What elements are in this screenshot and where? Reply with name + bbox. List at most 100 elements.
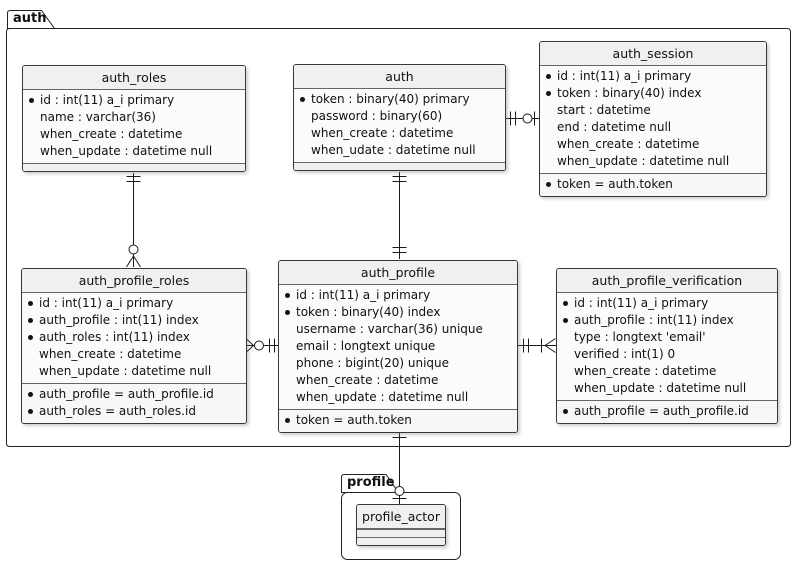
attribute-row: auth_roles : int(11) index xyxy=(27,329,241,346)
attribute-row: when_create : datetime xyxy=(299,125,500,142)
attribute-row: id : int(11) a_i primary xyxy=(562,295,772,312)
constraint-row-section: token = auth.token xyxy=(540,173,766,196)
entity-title: auth_session xyxy=(540,42,766,66)
entity-title: auth_roles xyxy=(23,66,245,90)
crowfoot-icon xyxy=(544,338,556,353)
key-bullet-icon xyxy=(546,91,551,96)
attribute-row: when_update : datetime null xyxy=(28,143,240,160)
zero-circle-icon xyxy=(128,244,139,255)
package-auth-frame xyxy=(6,10,791,447)
row-text: token : binary(40) index xyxy=(557,86,702,100)
entity-profile-actor: profile_actor xyxy=(356,504,446,546)
attribute-row: verified : int(1) 0 xyxy=(562,346,772,363)
constraint-row: auth_profile = auth_profile.id xyxy=(27,386,241,403)
entity-title: auth_profile_verification xyxy=(557,269,777,293)
connector-auth-profile-roles--auth-profile xyxy=(245,338,278,353)
constraint-row: auth_roles = auth_roles.id xyxy=(27,403,241,420)
attribute-row: token : binary(40) index xyxy=(284,304,512,321)
empty-section xyxy=(357,529,445,537)
attribute-row: email : longtext unique xyxy=(284,338,512,355)
attribute-row: phone : bigint(20) unique xyxy=(284,355,512,372)
connector-auth-roles--auth-profile-roles xyxy=(126,173,141,268)
key-bullet-icon xyxy=(28,335,33,340)
row-text: when_udate : datetime null xyxy=(311,143,476,157)
crowfoot-icon xyxy=(245,338,254,353)
row-text: token : binary(40) index xyxy=(296,305,441,319)
package-profile-label: profile xyxy=(347,475,395,490)
entity-title: profile_actor xyxy=(357,505,445,529)
constraint-row-section: auth_profile = auth_profile.id auth_roles… xyxy=(22,383,246,423)
row-text: token = auth.token xyxy=(296,413,412,427)
row-text: when_create : datetime xyxy=(557,137,700,151)
attribute-row: when_create : datetime xyxy=(284,372,512,389)
entity-title: auth xyxy=(294,65,505,89)
attribute-row: name : varchar(36) xyxy=(28,109,240,126)
attribute-row: when_create : datetime xyxy=(562,363,772,380)
attribute-row: id : int(11) a_i primary xyxy=(545,68,761,85)
connector-auth--auth-session xyxy=(504,111,539,126)
row-text: when_update : datetime null xyxy=(39,364,212,378)
connector-auth-profile--profile-actor xyxy=(392,424,407,504)
row-text: when_update : datetime null xyxy=(296,390,469,404)
key-bullet-icon xyxy=(28,392,33,397)
attribute-row-section: id : int(11) a_i primary token : binary(4… xyxy=(540,66,766,173)
entity-title: auth_profile xyxy=(279,261,517,285)
key-bullet-icon xyxy=(546,182,551,187)
attribute-row: id : int(11) a_i primary xyxy=(28,92,240,109)
zero-circle-icon xyxy=(522,113,533,124)
key-bullet-icon xyxy=(285,293,290,298)
attribute-row: end : datetime null xyxy=(545,119,761,136)
row-text: start : datetime xyxy=(557,103,651,117)
key-bullet-icon xyxy=(300,97,305,102)
attribute-row: when_update : datetime null xyxy=(562,380,772,397)
row-text: auth_profile = auth_profile.id xyxy=(39,387,214,401)
row-text: token : binary(40) primary xyxy=(311,92,470,106)
row-text: verified : int(1) 0 xyxy=(574,347,676,361)
row-text: username : varchar(36) unique xyxy=(296,322,483,336)
key-bullet-icon xyxy=(28,318,33,323)
row-text: id : int(11) a_i primary xyxy=(39,296,174,310)
row-text: auth_roles : int(11) index xyxy=(39,330,190,344)
row-text: id : int(11) a_i primary xyxy=(557,69,692,83)
row-text: when_create : datetime xyxy=(39,347,182,361)
row-text: password : binary(60) xyxy=(311,109,443,123)
row-text: auth_profile : int(11) index xyxy=(574,313,734,327)
row-text: type : longtext 'email' xyxy=(574,330,706,344)
row-text: when_create : datetime xyxy=(574,364,717,378)
row-text: auth_roles = auth_roles.id xyxy=(39,404,196,418)
key-bullet-icon xyxy=(563,301,568,306)
row-text: when_update : datetime null xyxy=(574,381,747,395)
entity-title: auth_profile_roles xyxy=(22,269,246,293)
zero-circle-icon xyxy=(394,486,405,496)
attribute-row: start : datetime xyxy=(545,102,761,119)
row-text: end : datetime null xyxy=(557,120,672,134)
row-text: id : int(11) a_i primary xyxy=(40,93,175,107)
attribute-row: when_create : datetime xyxy=(28,126,240,143)
connector-auth-profile--auth-profile-verification xyxy=(517,338,556,353)
attribute-row: auth_profile : int(11) index xyxy=(27,312,241,329)
attribute-row-section: id : int(11) a_i primary token : binary(4… xyxy=(279,285,517,409)
constraint-row: token = auth.token xyxy=(284,412,512,429)
row-text: auth_profile : int(11) index xyxy=(39,313,199,327)
row-text: when_update : datetime null xyxy=(557,154,730,168)
constraint-row: auth_profile = auth_profile.id xyxy=(562,403,772,420)
key-bullet-icon xyxy=(285,310,290,315)
attribute-row: type : longtext 'email' xyxy=(562,329,772,346)
row-text: token = auth.token xyxy=(557,177,673,191)
attribute-row: when_update : datetime null xyxy=(545,153,761,170)
row-text: phone : bigint(20) unique xyxy=(296,356,450,370)
empty-section xyxy=(357,537,445,545)
attribute-row: id : int(11) a_i primary xyxy=(284,287,512,304)
row-text: id : int(11) a_i primary xyxy=(296,288,431,302)
attribute-row: auth_profile : int(11) index xyxy=(562,312,772,329)
constraint-row-section: token = auth.token xyxy=(279,409,517,432)
key-bullet-icon xyxy=(546,74,551,79)
entity-auth: auth token : binary(40) primary password :… xyxy=(293,64,506,171)
attribute-row-section: id : int(11) a_i primary auth_profile : i… xyxy=(22,293,246,383)
